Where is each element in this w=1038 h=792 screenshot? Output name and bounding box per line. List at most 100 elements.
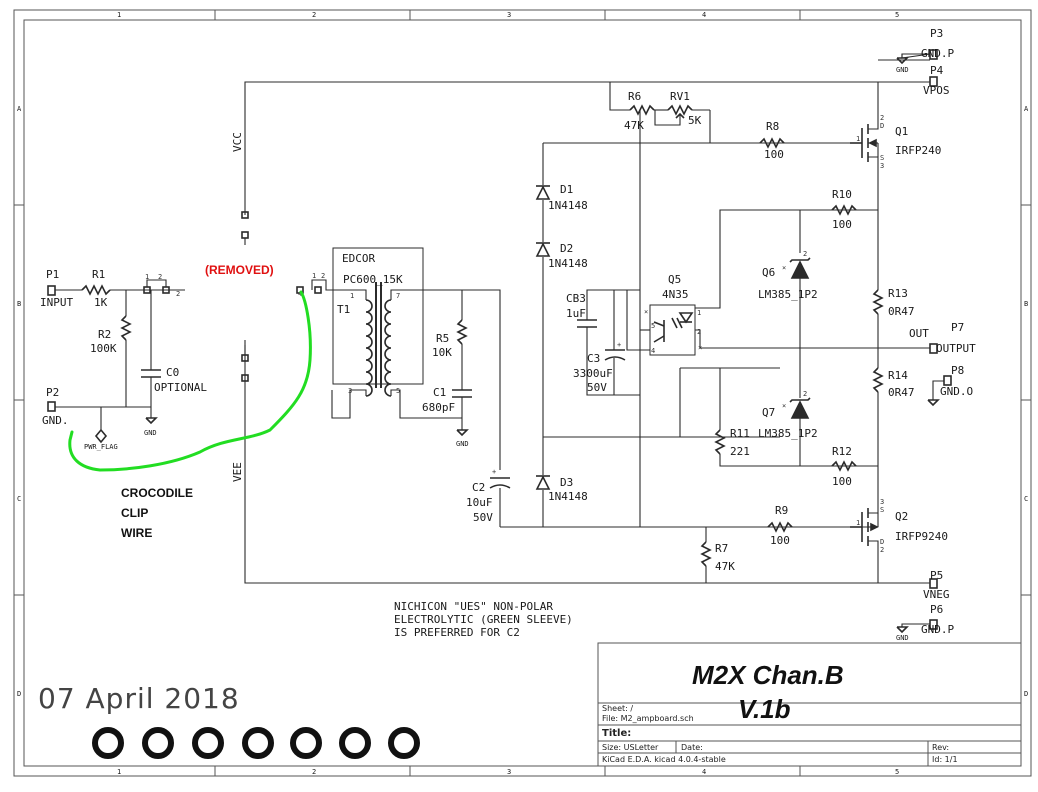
q2-value: IRFP9240 (895, 530, 948, 543)
row-label: B (1024, 300, 1028, 308)
rev-label: Rev: (932, 743, 949, 752)
gnd-label: GND (456, 440, 469, 448)
gnd-label: GND (144, 429, 157, 437)
r10-ref: R10 (832, 188, 852, 201)
svg-text:×: × (782, 402, 786, 410)
p6-label: GND.P (921, 623, 954, 636)
id-label: Id: 1/1 (932, 755, 958, 764)
q5-value: 4N35 (662, 288, 689, 301)
q6-ref: Q6 (762, 266, 775, 279)
svg-text:1: 1 (856, 519, 860, 527)
svg-text:7: 7 (396, 292, 400, 300)
col-label: 4 (702, 768, 706, 776)
d3-ref: D3 (560, 476, 573, 489)
p2-label: GND. (42, 414, 69, 427)
d2-ref: D2 (560, 242, 573, 255)
input-jumper: 1 2 2 (143, 273, 180, 298)
out-node (800, 343, 938, 354)
r6-ref: R6 (628, 90, 641, 103)
svg-text:+: + (617, 341, 621, 349)
r14-ref: R14 (888, 369, 908, 382)
r1-resistor (81, 284, 185, 296)
p1-ref: P1 (46, 268, 59, 281)
mounting-hole (339, 727, 371, 759)
p7-label: OUTPUT (936, 342, 976, 355)
size-label: Size: USLetter (602, 743, 659, 752)
col-label: 2 (312, 768, 316, 776)
r11-ref: R11 (730, 427, 750, 440)
r2-resistor (120, 290, 132, 407)
p4-label: VPOS (923, 84, 950, 97)
r8-ref: R8 (766, 120, 779, 133)
title-label: Title: (602, 728, 631, 739)
c3-value: 3300uF (573, 367, 613, 380)
row-label: B (17, 300, 21, 308)
q5-ref: Q5 (668, 273, 681, 286)
vee-net-label: VEE (231, 462, 244, 482)
q6-value: LM385_1P2 (758, 288, 818, 301)
croc-annotation-line1: CROCODILE (121, 486, 193, 500)
svg-text:S: S (880, 506, 884, 514)
c2-note-line3: IS PREFERRED FOR C2 (394, 626, 520, 639)
c1-value: 680pF (422, 401, 455, 414)
c0-value: OPTIONAL (154, 381, 207, 394)
r12-resistor (831, 460, 857, 472)
sheet-label: Sheet: / (602, 704, 633, 713)
col-label: 5 (895, 768, 899, 776)
rail-wires (244, 53, 931, 584)
svg-text:2: 2 (803, 250, 807, 258)
svg-text:1: 1 (350, 292, 354, 300)
r14-value: 0R47 (888, 386, 915, 399)
r2-value: 100K (90, 342, 117, 355)
svg-text:2: 2 (880, 546, 884, 554)
r5-ref: R5 (436, 332, 449, 345)
q1-mosfet: 2 D S 3 1 (850, 113, 884, 175)
svg-text:S: S (880, 154, 884, 162)
svg-text:5: 5 (396, 387, 400, 395)
q5-optocoupler: 5 4 1 2 × × (626, 209, 878, 362)
mounting-hole (290, 727, 322, 759)
svg-text:3: 3 (348, 387, 352, 395)
svg-text:2: 2 (321, 272, 325, 280)
col-label: 4 (702, 11, 706, 19)
q7-value: LM385_1P2 (758, 427, 818, 440)
c3-ref: C3 (587, 352, 600, 365)
q1-value: IRFP240 (895, 144, 941, 157)
svg-text:3: 3 (880, 498, 884, 506)
p6-ref: P6 (930, 603, 943, 616)
p8-ref: P8 (951, 364, 964, 377)
p3-connector (896, 49, 938, 65)
row-label: D (17, 690, 21, 698)
p5-ref: P5 (930, 569, 943, 582)
r2-ref: R2 (98, 328, 111, 341)
q2-ref: Q2 (895, 510, 908, 523)
p5-label: VNEG (923, 588, 950, 601)
c1-capacitor (452, 389, 472, 437)
c2-ref: C2 (472, 481, 485, 494)
q7-ref: Q7 (762, 406, 775, 419)
p3-label: GND.P (921, 47, 954, 60)
title-block (597, 642, 1022, 767)
gnd-label: GND (896, 634, 909, 642)
c2-value: 10uF (466, 496, 493, 509)
diode-chain-wire (500, 142, 878, 528)
r6-value: 47K (624, 119, 644, 132)
svg-text:3: 3 (880, 162, 884, 170)
d3-diode (535, 475, 551, 490)
col-label: 5 (895, 11, 899, 19)
svg-text:2: 2 (697, 328, 701, 336)
croc-annotation-line2: CLIP (121, 506, 148, 520)
r1-value: 1K (94, 296, 108, 309)
cb3-c3-network: + (577, 289, 640, 396)
svg-text:2: 2 (880, 114, 884, 122)
p3-ref: P3 (930, 27, 943, 40)
c1-ref: C1 (433, 386, 446, 399)
svg-text:2: 2 (158, 273, 162, 281)
c3-voltage: 50V (587, 381, 607, 394)
q6-reference: 2 × (782, 210, 811, 348)
p1-label: INPUT (40, 296, 73, 309)
c2-capacitor: + (489, 468, 511, 527)
r5-resistor (456, 290, 468, 390)
row-label: C (17, 495, 21, 503)
